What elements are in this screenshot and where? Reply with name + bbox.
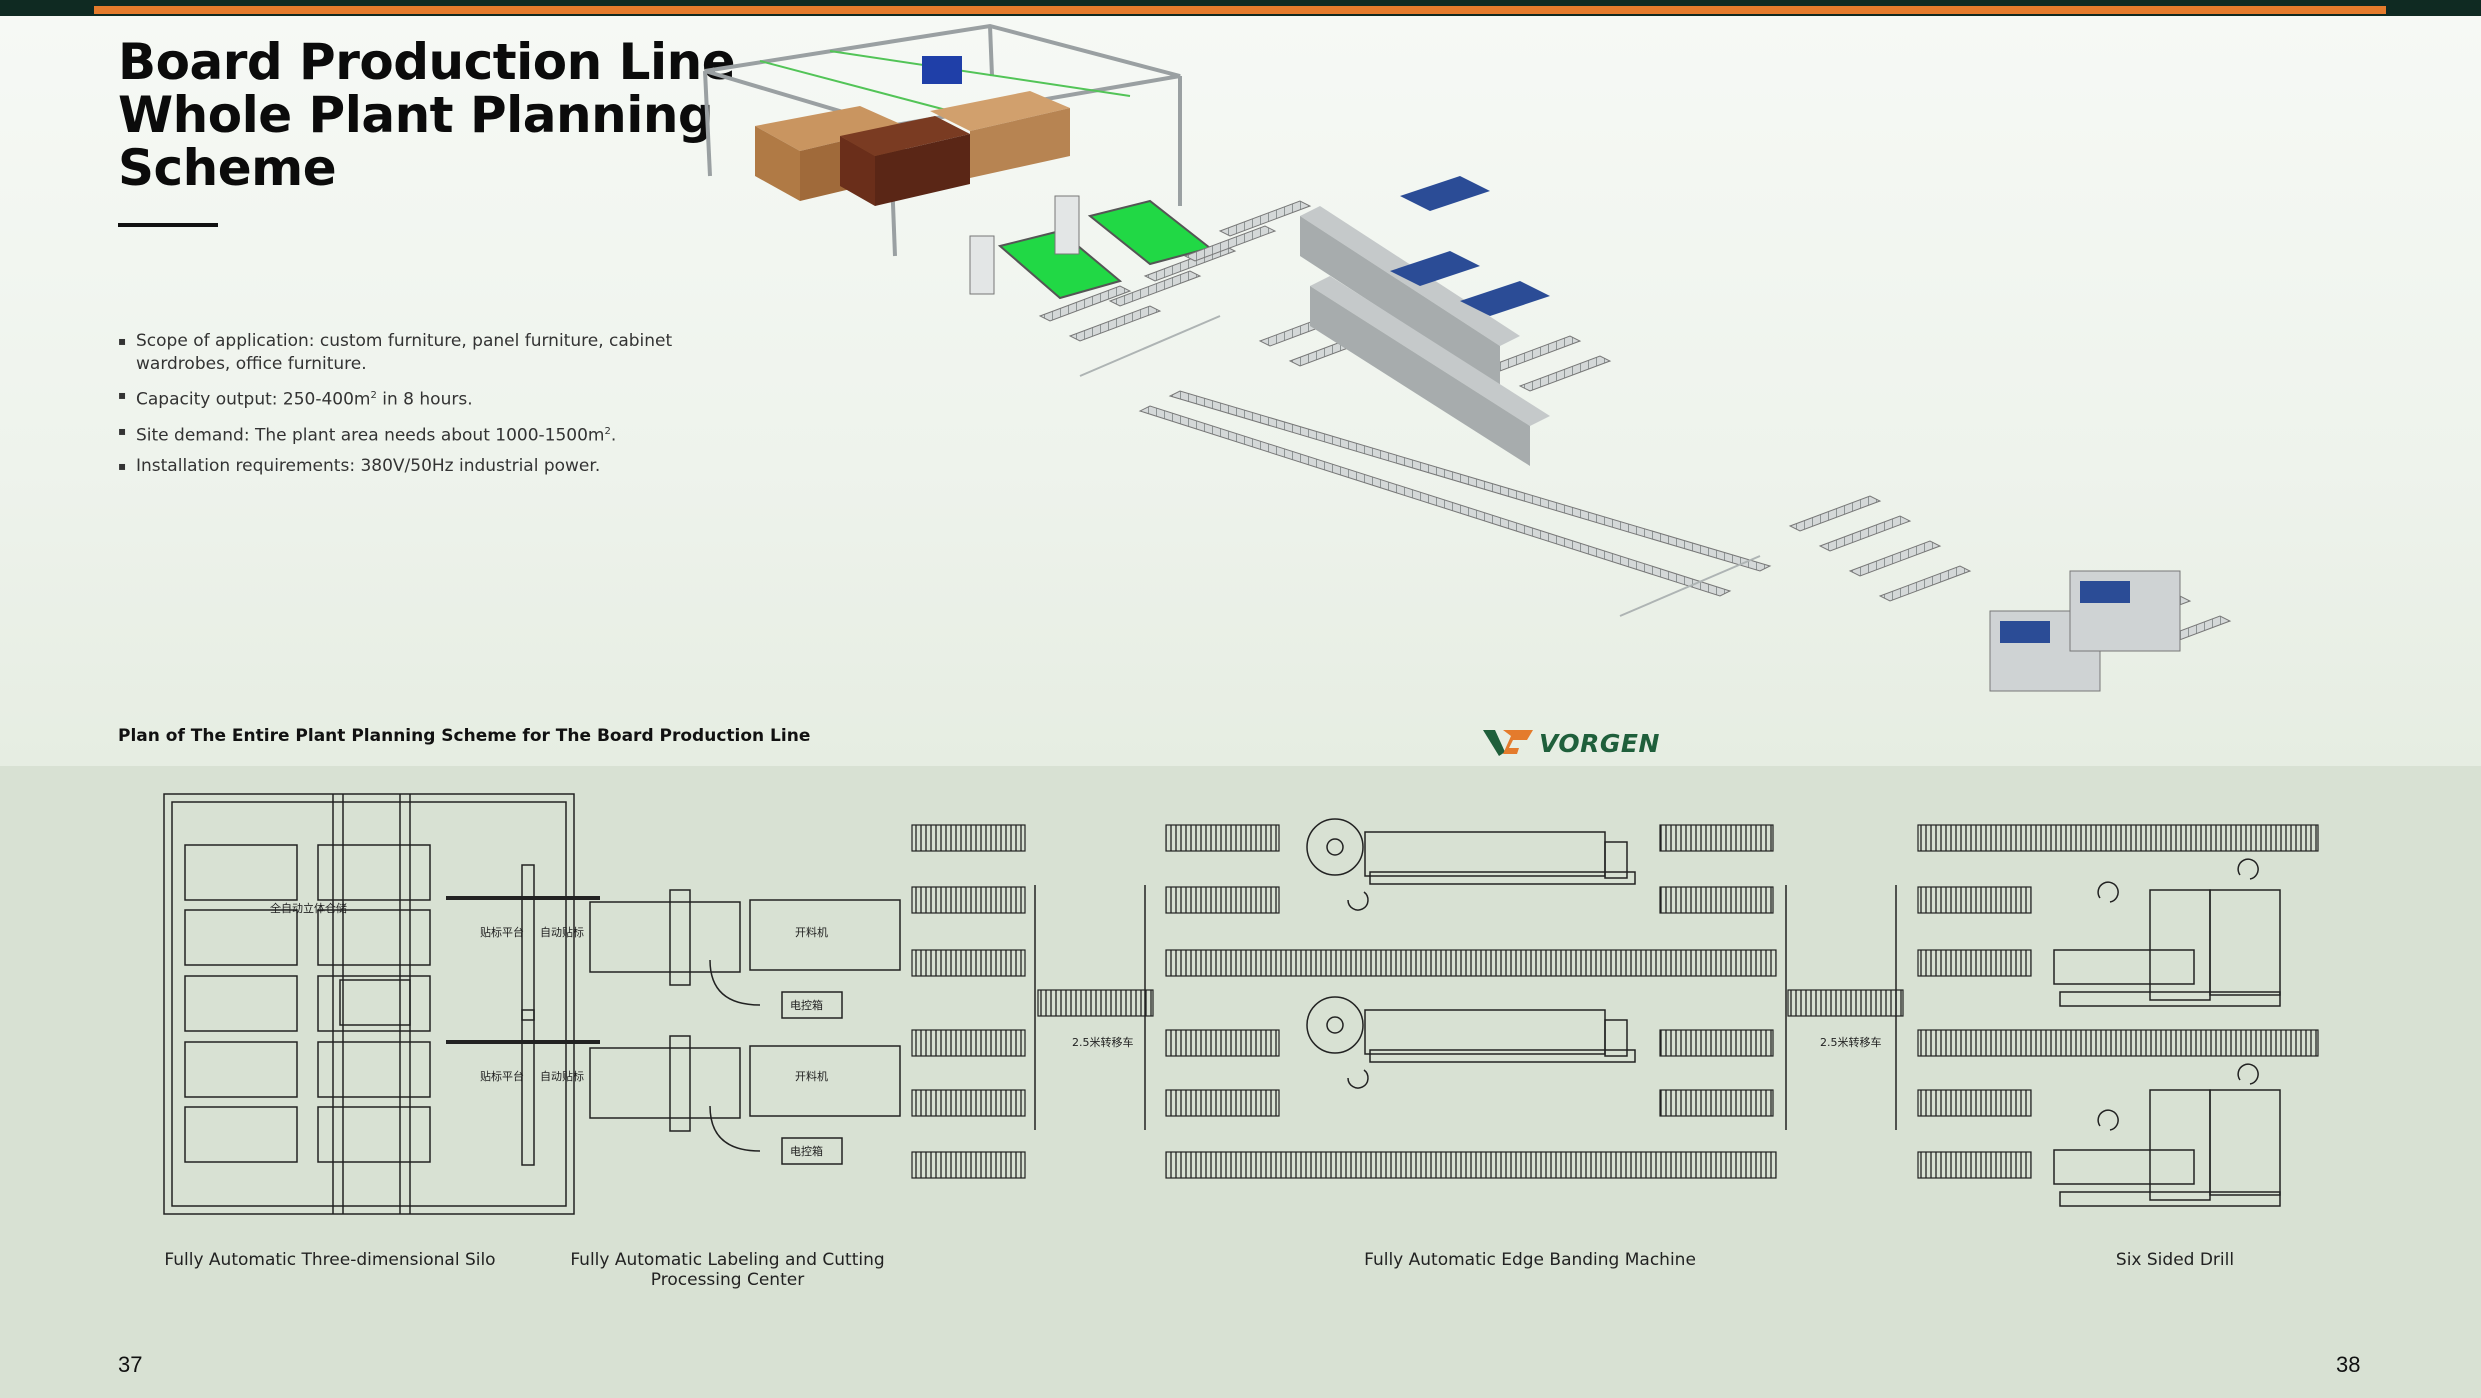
edge-bander-plan-b [1306,996,1636,1089]
gantry-head-render [922,56,962,84]
floor-plan-drawing: 全自动立体仓储 贴标平台 自动贴标 开料机 电控箱 贴标平台 自动贴标 开料机 … [163,793,2319,1215]
silo-tag-text: 全自动立体仓储 [270,901,347,915]
vorgen-logo-icon [1483,730,1533,756]
lower-panel [0,766,2481,1398]
spec-list: Scope of application: custom furniture, … [118,330,738,486]
spec-item: Installation requirements: 380V/50Hz ind… [118,455,738,478]
transfer-label-a: 2.5米转移车 [1072,1035,1134,1049]
brand-name: VORGEN [1539,728,1660,758]
page-number-right: 38 [2336,1352,2361,1377]
page-number-left: 37 [118,1352,143,1377]
drill-plan-a [2053,858,2281,1007]
plant-3d-render [703,23,2232,692]
title-line-2: Whole Plant Planning [118,86,714,144]
cutting-center-plan-b [446,1009,901,1166]
top-accent-stripe [94,6,2386,14]
drill-plan-b [2053,1063,2281,1207]
plan-caption: Plan of The Entire Plant Planning Scheme… [118,726,811,746]
cut-label-c: 开料机 [795,925,828,939]
cut-label-d2: 电控箱 [790,1144,823,1158]
edge-banding-label: Fully Automatic Edge Banding Machine [1364,1250,1696,1270]
cutting-label: Fully Automatic Labeling and Cutting Pro… [570,1250,885,1290]
silo-plan [163,793,575,1215]
control-cabinet-render [969,235,995,295]
six-sided-drill-label: Six Sided Drill [2115,1250,2235,1270]
board-stacks-render [755,91,1070,206]
title-underline [118,223,218,227]
drill-render [1989,570,2181,692]
cut-label-b2: 自动贴标 [540,1069,584,1083]
cut-label-a: 贴标平台 [480,925,524,939]
cut-label-d: 电控箱 [790,998,823,1012]
cutting-center-plan-a [446,864,901,1021]
conveyors-render [1038,200,2232,652]
spec-item: Site demand: The plant area needs about … [118,420,738,448]
brand-logo: VORGEN [1483,728,1660,758]
control-cabinet-render [1054,195,1080,255]
spec-item: Scope of application: custom furniture, … [118,330,738,376]
roller-conveyors-plan [911,824,2319,1179]
edge-bander-plan-a [1306,818,1636,911]
title-line-3: Scheme [118,139,337,197]
transfer-label-b: 2.5米转移车 [1820,1035,1882,1049]
page-title: Board Production Line Whole Plant Planni… [118,33,736,197]
cut-label-a2: 贴标平台 [480,1069,524,1083]
silo-label: Fully Automatic Three-dimensional Silo [164,1250,496,1270]
spec-item: Capacity output: 250-400m2 in 8 hours. [118,384,738,412]
edge-bander-render [1300,176,1550,466]
cut-label-b: 自动贴标 [540,925,584,939]
green-table-render [997,229,1123,300]
cut-label-c2: 开料机 [795,1069,828,1083]
title-line-1: Board Production Line [118,33,736,91]
